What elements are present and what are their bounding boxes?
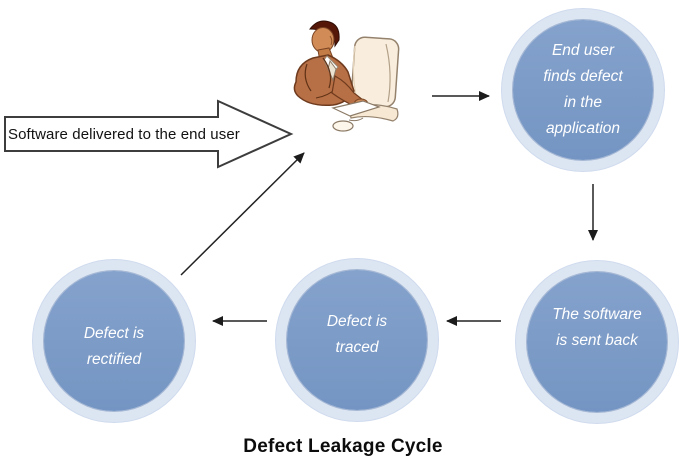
node-circle: End user finds defect in the application — [513, 20, 653, 160]
node-text-line: in the — [564, 94, 602, 111]
node-text-line: finds defect — [543, 68, 623, 85]
node-circle: Defect is traced — [287, 270, 427, 410]
node-text-line: Defect is — [83, 325, 145, 342]
node-text-line: traced — [335, 339, 379, 356]
node-defect-traced: Defect is traced — [275, 258, 439, 422]
arrow-rectified-to-person — [180, 152, 305, 276]
node-text-line: The software — [552, 306, 642, 323]
node-end-user-finds-defect: End user finds defect in the application — [501, 8, 665, 172]
node-software-sent-back: The software is sent back — [515, 260, 679, 424]
node-circle: Defect is rectified — [44, 271, 184, 411]
person-at-computer-icon — [293, 20, 400, 132]
node-text-line: Defect is — [326, 313, 388, 330]
node-text-line: application — [545, 120, 621, 137]
node-text-line: is sent back — [556, 332, 638, 349]
diagram-title: Defect Leakage Cycle — [243, 436, 443, 457]
node-text-line: End user — [551, 42, 615, 59]
node-circle: The software is sent back — [527, 272, 667, 412]
block-arrow-label: Software delivered to the end user — [8, 125, 240, 143]
node-defect-rectified: Defect is rectified — [32, 259, 196, 423]
node-text-line: rectified — [86, 351, 142, 368]
block-arrow-shape — [4, 99, 294, 169]
